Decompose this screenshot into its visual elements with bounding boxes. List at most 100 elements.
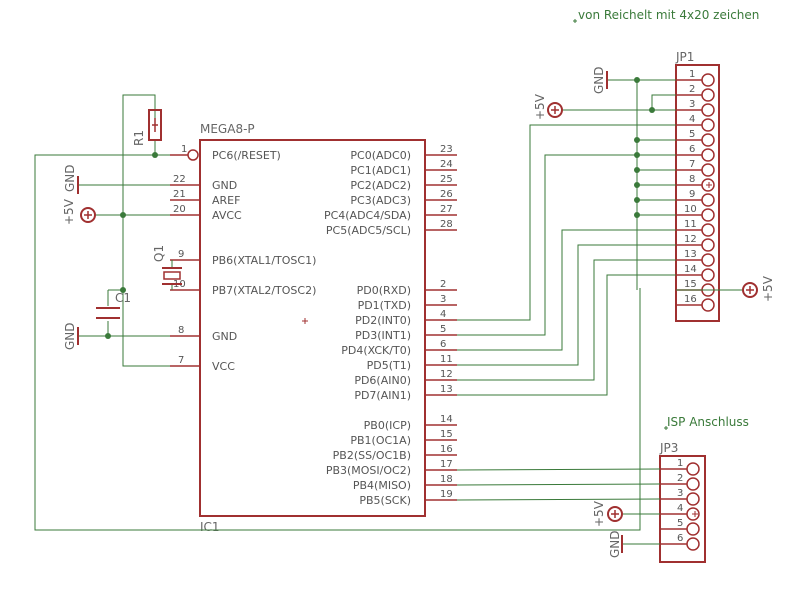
pin-label-gnd: GND bbox=[212, 179, 237, 192]
pin-label-xtal1: PB6(XTAL1/TOSC1) bbox=[212, 254, 316, 267]
vcc-label: +5V bbox=[533, 93, 547, 120]
jp3-name-label: JP3 bbox=[659, 441, 678, 455]
pin-num: 11 bbox=[440, 354, 453, 365]
pin-label-pc2: PC2(ADC2) bbox=[350, 179, 411, 192]
pin-label-pc5: PC5(ADC5/SCL) bbox=[326, 224, 411, 237]
pin-label-pd0: PD0(RXD) bbox=[357, 284, 411, 297]
pin-label-pd4: PD4(XCK/T0) bbox=[341, 344, 411, 357]
resistor-r1: R1 bbox=[132, 109, 162, 146]
pin-num: 1 bbox=[677, 458, 683, 469]
ic1-mega8: MEGA8-P IC1 1 22 21 20 9 10 8 7 PC6(/RES… bbox=[170, 122, 457, 534]
jp1-pin-circles bbox=[701, 73, 715, 312]
pin-num: 16 bbox=[440, 444, 453, 455]
vcc-label: +5V bbox=[761, 275, 775, 302]
pin-num: 4 bbox=[677, 503, 683, 514]
pin-num: 19 bbox=[440, 489, 453, 500]
pin-num: 5 bbox=[440, 324, 446, 335]
note-lcd-source: von Reichelt mit 4x20 zeichen bbox=[578, 8, 759, 22]
pin-num: 14 bbox=[440, 414, 453, 425]
pin-label-pb1: PB1(OC1A) bbox=[350, 434, 411, 447]
vcc-symbol-avcc: +5V bbox=[62, 198, 96, 225]
connector-jp1: JP1 bbox=[675, 50, 720, 322]
pin-num: 1 bbox=[181, 144, 187, 155]
capacitor-c1: C1 bbox=[96, 291, 131, 319]
pin-label-avcc: AVCC bbox=[212, 209, 242, 222]
pin-num: 7 bbox=[689, 159, 695, 170]
vcc-label: +5V bbox=[62, 198, 76, 225]
pin-num: 6 bbox=[689, 144, 695, 155]
pin-label-pc4: PC4(ADC4/SDA) bbox=[324, 209, 411, 222]
pin-num: 20 bbox=[173, 204, 186, 215]
pin-num: 5 bbox=[677, 518, 683, 529]
pin-num: 4 bbox=[440, 309, 446, 320]
pin-num: 15 bbox=[684, 279, 697, 290]
pin-num: 9 bbox=[178, 249, 184, 260]
pin-label-vcc: VCC bbox=[212, 360, 235, 373]
gnd-label: GND bbox=[608, 530, 622, 558]
pin-num: 9 bbox=[689, 189, 695, 200]
vcc-symbol-jp1-top: +5V bbox=[533, 93, 563, 120]
gnd-label: GND bbox=[63, 164, 77, 192]
pin-num: 13 bbox=[684, 249, 697, 260]
pin-num: 25 bbox=[440, 174, 453, 185]
jp3-pin-circles bbox=[686, 462, 700, 551]
pin-num: 5 bbox=[689, 129, 695, 140]
pin-num: 8 bbox=[689, 174, 695, 185]
left-wiring bbox=[34, 94, 641, 531]
jp1-pin-numbers: 1 2 3 4 5 6 7 8 9 10 11 12 13 14 15 16 bbox=[684, 69, 697, 305]
gnd-label: GND bbox=[63, 322, 77, 350]
gnd-symbol-avr: GND bbox=[63, 164, 79, 194]
pin-label-pc0: PC0(ADC0) bbox=[350, 149, 411, 162]
pin-num: 18 bbox=[440, 474, 453, 485]
pin-label-aref: AREF bbox=[212, 194, 240, 207]
jp3-wiring bbox=[456, 468, 661, 545]
gnd-symbol-c1: GND bbox=[63, 322, 79, 350]
pin-num: 8 bbox=[178, 325, 184, 336]
pin-num: 28 bbox=[440, 219, 453, 230]
vcc-symbol-jp3: +5V bbox=[592, 500, 623, 527]
pin-num: 4 bbox=[689, 114, 695, 125]
ic1-name-label: IC1 bbox=[200, 520, 220, 534]
pin-num: 6 bbox=[440, 339, 446, 350]
pin-label-pb4: PB4(MISO) bbox=[353, 479, 411, 492]
ic1-type-label: MEGA8-P bbox=[200, 122, 255, 136]
pin-num: 27 bbox=[440, 204, 453, 215]
crystal-q1: Q1 bbox=[152, 245, 182, 290]
q1-label: Q1 bbox=[152, 245, 166, 262]
jp3-pin-stubs bbox=[660, 468, 687, 545]
pin-num: 3 bbox=[440, 294, 446, 305]
pin-num: 26 bbox=[440, 189, 453, 200]
pin-label-pd5: PD5(T1) bbox=[367, 359, 411, 372]
jp1-wiring bbox=[457, 77, 745, 396]
gnd-symbol-jp3: GND bbox=[608, 530, 623, 558]
vcc-label: +5V bbox=[592, 500, 606, 527]
gnd-symbol-jp1: GND bbox=[592, 66, 608, 94]
note-isp: ISP Anschluss bbox=[667, 415, 749, 429]
jp1-name-label: JP1 bbox=[675, 50, 694, 64]
pin-num: 12 bbox=[684, 234, 697, 245]
pin-num: 23 bbox=[440, 144, 453, 155]
jp3-pin-numbers: 1 2 3 4 5 6 bbox=[677, 458, 683, 544]
pin-num: 16 bbox=[684, 294, 697, 305]
pin-label-pd2: PD2(INT0) bbox=[355, 314, 411, 327]
pin-num: 24 bbox=[440, 159, 453, 170]
connector-jp3: JP3 1 2 3 4 5 6 bbox=[659, 441, 706, 563]
pin-num: 3 bbox=[677, 488, 683, 499]
r1-label: R1 bbox=[132, 130, 146, 146]
pin-label-pb2: PB2(SS/OC1B) bbox=[333, 449, 411, 462]
pin-num: 15 bbox=[440, 429, 453, 440]
pin-num: 11 bbox=[684, 219, 697, 230]
pin-num: 22 bbox=[173, 174, 186, 185]
ic1-left-pins: 1 22 21 20 9 10 8 7 PC6(/RESET) GND AREF… bbox=[170, 144, 316, 373]
vcc-symbol-jp1-bottom: +5V bbox=[742, 275, 775, 302]
pin-num: 6 bbox=[677, 533, 683, 544]
pin-label-pd7: PD7(AIN1) bbox=[354, 389, 411, 402]
pin-num: 17 bbox=[440, 459, 453, 470]
pin-num: 13 bbox=[440, 384, 453, 395]
pin-num: 1 bbox=[689, 69, 695, 80]
pin-label-pd1: PD1(TXD) bbox=[358, 299, 411, 312]
pin-label-pc1: PC1(ADC1) bbox=[350, 164, 411, 177]
pin-num: 21 bbox=[173, 189, 186, 200]
gnd-label: GND bbox=[592, 66, 606, 94]
